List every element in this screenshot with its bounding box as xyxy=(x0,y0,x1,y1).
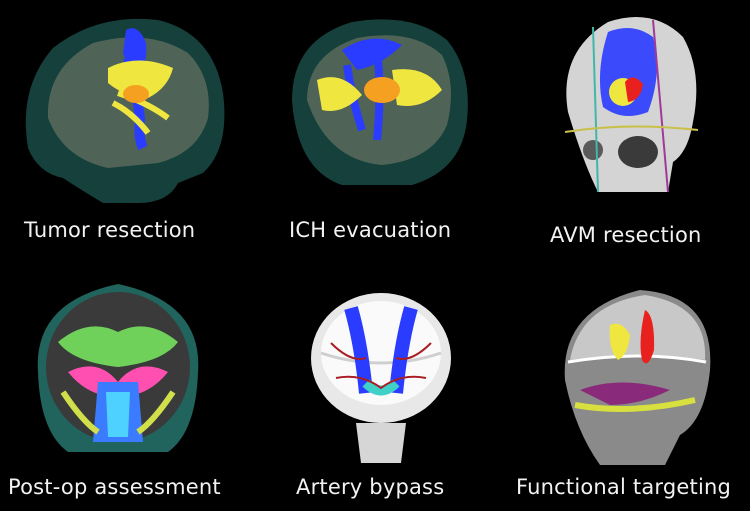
brain-hemorrhage-tractography-icon xyxy=(292,19,468,185)
caption-functional-targeting: Functional targeting xyxy=(516,475,732,499)
panel-avm-resection xyxy=(553,12,703,197)
panel-post-op-assessment xyxy=(28,272,208,462)
panel-functional-targeting xyxy=(550,280,730,470)
caption-artery-bypass: Artery bypass xyxy=(296,475,445,499)
panel-tumor-resection xyxy=(8,8,238,208)
head-functional-tractography-icon xyxy=(564,290,711,465)
caption-ich-evacuation: ICH evacuation xyxy=(289,218,452,242)
caption-avm-resection: AVM resection xyxy=(550,223,702,247)
caption-post-op-assessment: Post-op assessment xyxy=(8,475,221,499)
coronal-dti-slice-icon xyxy=(37,284,199,452)
brain-tumor-tractography-icon xyxy=(25,18,225,204)
skull-artery-tractography-icon xyxy=(311,293,451,463)
panel-ich-evacuation xyxy=(282,10,472,190)
caption-tumor-resection: Tumor resection xyxy=(24,218,196,242)
panel-artery-bypass xyxy=(306,283,456,468)
skull-avm-tractography-icon xyxy=(564,17,699,193)
